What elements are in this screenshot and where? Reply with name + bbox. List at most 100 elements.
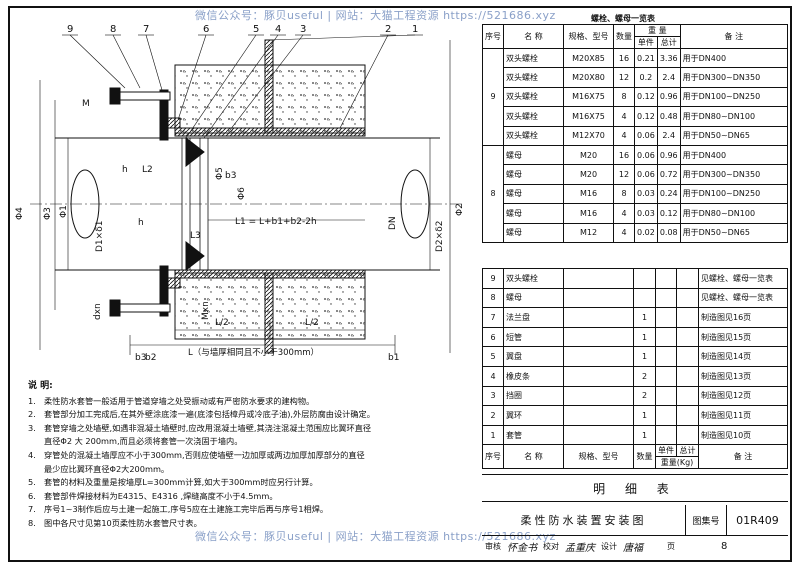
label-h-mid: h [138,218,144,228]
sleeve-section-drawing: 9 8 7 6 5 4 3 2 1 Φ4 Φ3 Φ1 D1×δ1 Φ2 D2×δ… [15,24,465,363]
table-cell: 制造图见11页 [698,405,788,426]
table-cell: 短管 [503,326,564,348]
label-M: M [82,99,90,109]
note-number [28,435,44,449]
group-seq: 8 [482,144,504,243]
group-seq: 9 [482,48,504,146]
callout-1: 1 [412,24,418,35]
table-cell: 4 [613,106,635,127]
table-cell: 挡圈 [503,385,564,407]
table-cell: 8 [613,86,635,108]
note-number: 3. [28,422,36,433]
table-cell: 0.96 [656,86,681,108]
review-signature: 怀金书 [507,543,537,554]
table-cell [655,307,677,328]
atlas-number: 01R409 [736,513,779,527]
table-cell: M16 [563,183,614,205]
note-number: 8. [28,517,36,528]
table-cell: M12 [563,222,614,243]
table-cell [676,385,699,407]
bolt-table-title: 螺栓、螺母一览表 [591,14,655,23]
callout-3: 3 [300,24,306,35]
label-DN: DN [388,216,398,230]
note-text: 套管部分加工完成后,在其外壁涂底漆一遍(底漆包括樟丹或冷底子油),外层防腐由设计… [44,409,375,420]
label-half-right: L/2 [305,318,319,328]
table-cell: 0.06 [634,125,658,146]
callout-5: 5 [253,24,259,35]
table-cell: 0.12 [634,86,658,108]
note-item: 2. 套管部分加工完成后,在其外壁涂底漆一遍(底漆包括樟丹或冷底子油),外层防腐由… [28,408,468,422]
table-cell [655,385,677,407]
table-cell: 双头螺栓 [503,106,564,127]
table-cell [676,346,699,367]
table-cell: 9 [482,268,504,289]
drawing-title: 柔性防水装置安装图 [482,505,686,535]
note-item: 6.套管部件焊接材料为E4315、E4316 ,焊缝高度不小于4.5mm。 [28,490,468,504]
table-cell [563,287,634,309]
table-cell: M16 [563,203,614,224]
table-cell: 0.72 [656,164,681,185]
label-h-top: h [122,165,128,175]
table-cell: M20X80 [563,67,614,88]
table-cell: 1 [482,424,504,446]
table-cell: 双头螺栓 [503,47,564,69]
callout-2: 2 [385,24,391,35]
table-cell: 翼环 [503,405,564,426]
table-cell: M16X75 [563,106,614,127]
th-total: 总计 [656,36,681,49]
table-cell: 制造图见16页 [698,307,788,328]
label-phi1: Φ1 [59,205,69,218]
table-cell [563,385,634,407]
note-text: 最少应比翼环直径Φ2大200mm。 [44,463,170,474]
table-cell: 0.03 [634,203,658,224]
th-qty: 数量 [613,24,635,49]
table-cell: 螺母 [503,164,564,185]
note-number: 2. [28,409,36,420]
table-cell: 螺母 [503,222,564,243]
title-block: 柔性防水装置安装图 图集号 01R409 审核 怀金书 校对 孟重庆 设计 唐福… [482,505,788,557]
th-seq: 序号 [482,24,504,49]
proof-signature: 孟重庆 [565,543,595,554]
table-cell: 16 [613,144,635,166]
table-cell: 2.4 [656,67,681,88]
th-name: 名 称 [503,24,564,49]
table-cell: M20X85 [563,47,614,69]
table-cell: M16X75 [563,86,614,108]
label-D2: D2×δ2 [435,221,445,252]
label-formula: L1 = L+b1+b2-2h [235,217,317,227]
note-number: 1. [28,395,36,406]
note-text: 套管穿墙之处墙壁,如遇非混凝土墙壁时,应改用混凝土墙壁,其浇注混凝土范围应比翼环… [44,422,372,433]
callout-4: 4 [275,24,281,35]
table-cell: 双头螺栓 [503,86,564,108]
label-L-note: L（与墙厚相同且不小于300mm） [188,347,319,358]
table-cell: 用于DN80~DN100 [679,203,789,224]
table-cell: 16 [613,47,635,69]
table-cell: 螺母 [503,183,564,205]
table-cell: 见螺栓、螺母一览表 [698,287,788,309]
note-item: 5.套管的材料及重量是按墙厚L=300mm计算,如大于300mm时应另行计算。 [28,476,468,490]
callout-6: 6 [203,24,209,35]
label-b3: b3 [225,171,236,181]
table-cell: 2 [633,365,656,387]
page-label: 页 [667,542,675,551]
table-cell [633,268,656,289]
watermark-bottom: 微信公众号：豚贝useful | 网站：大猫工程资源 https://52168… [195,530,556,543]
table-cell: 法兰盘 [503,307,564,328]
table-cell: 0.06 [634,164,658,185]
note-text: 序号1~3制作后应与土建一起施工,序号5应在土建施工完毕后再与序号1相焊。 [44,504,329,515]
pth-seq: 序号 [482,444,504,470]
label-b2: b2 [145,353,156,363]
table-cell [655,287,677,309]
th-weight: 重 量 [634,24,681,37]
table-cell: 0.2 [634,67,658,88]
table-cell: 0.12 [656,203,681,224]
table-cell: 2.4 [656,125,681,146]
